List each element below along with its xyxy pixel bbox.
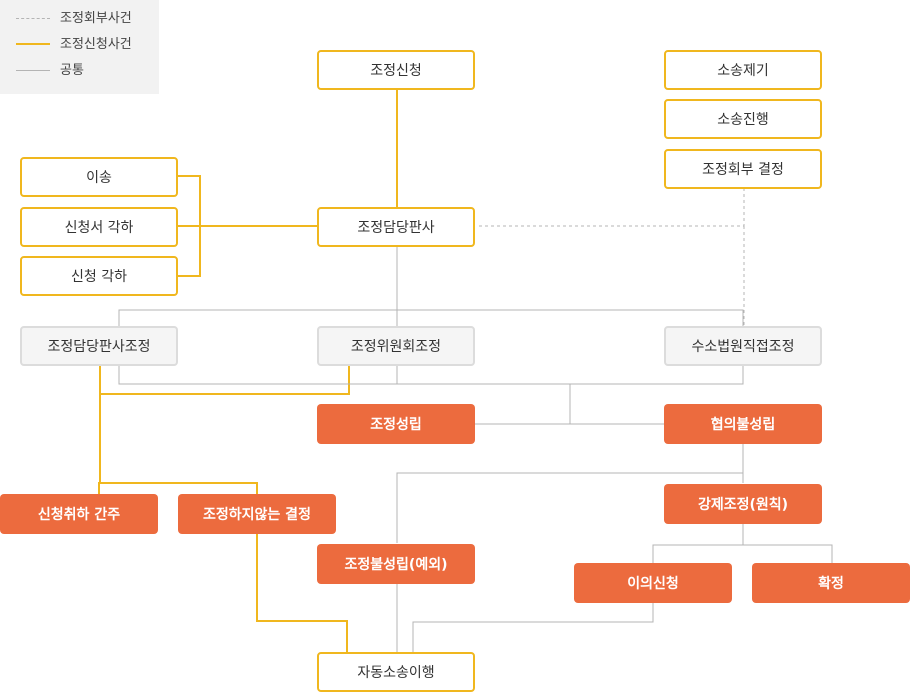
node-judge-in-charge: 조정담당판사 [317, 207, 475, 247]
node-lawsuit-progress: 소송진행 [664, 99, 822, 139]
legend: 조정회부사건 조정신청사건 공통 [0, 0, 159, 94]
connector-yellow-outcomes [98, 365, 350, 494]
node-withdrawal-deemed: 신청취하 간주 [0, 494, 158, 534]
node-transfer: 이송 [20, 157, 178, 197]
legend-label: 조정회부사건 [60, 11, 132, 26]
node-agreement-failure: 협의불성립 [664, 404, 822, 444]
legend-yellow-line [16, 43, 50, 45]
node-request-dismissal: 신청 각하 [20, 256, 178, 296]
connector-yellow-no-mediation [256, 533, 348, 652]
connector-gray-failure [396, 444, 744, 652]
node-application-dismissal: 신청서 각하 [20, 207, 178, 247]
node-court-direct-mediation: 수소법원직접조정 [664, 326, 822, 366]
connector-gray-merge [118, 365, 744, 425]
node-judge-mediation: 조정담당판사조정 [20, 326, 178, 366]
connector-gray-objection [412, 603, 654, 652]
connector-gray-branch [118, 246, 744, 326]
node-lawsuit-filed: 소송제기 [664, 50, 822, 90]
legend-dashed-line [16, 18, 50, 19]
connector-yellow-dismissals [177, 175, 317, 277]
node-no-mediation-decision: 조정하지않는 결정 [178, 494, 336, 534]
legend-item-common: 공통 [16, 63, 156, 79]
legend-label: 조정신청사건 [60, 37, 132, 52]
legend-item-referral: 조정회부사건 [16, 11, 156, 27]
node-referral-decision: 조정회부 결정 [664, 149, 822, 189]
connector-dashed-referral [476, 188, 745, 326]
connector-gray-forced [652, 523, 833, 563]
node-finalized: 확정 [752, 563, 910, 603]
legend-item-application: 조정신청사건 [16, 37, 156, 53]
node-forced-mediation: 강제조정(원칙) [664, 484, 822, 524]
node-mediation-success: 조정성립 [317, 404, 475, 444]
node-auto-litigation: 자동소송이행 [317, 652, 475, 692]
legend-label: 공통 [60, 63, 84, 78]
node-committee-mediation: 조정위원회조정 [317, 326, 475, 366]
node-mediation-failure: 조정불성립(예외) [317, 544, 475, 584]
node-objection: 이의신청 [574, 563, 732, 603]
node-request: 조정신청 [317, 50, 475, 90]
legend-gray-line [16, 70, 50, 71]
